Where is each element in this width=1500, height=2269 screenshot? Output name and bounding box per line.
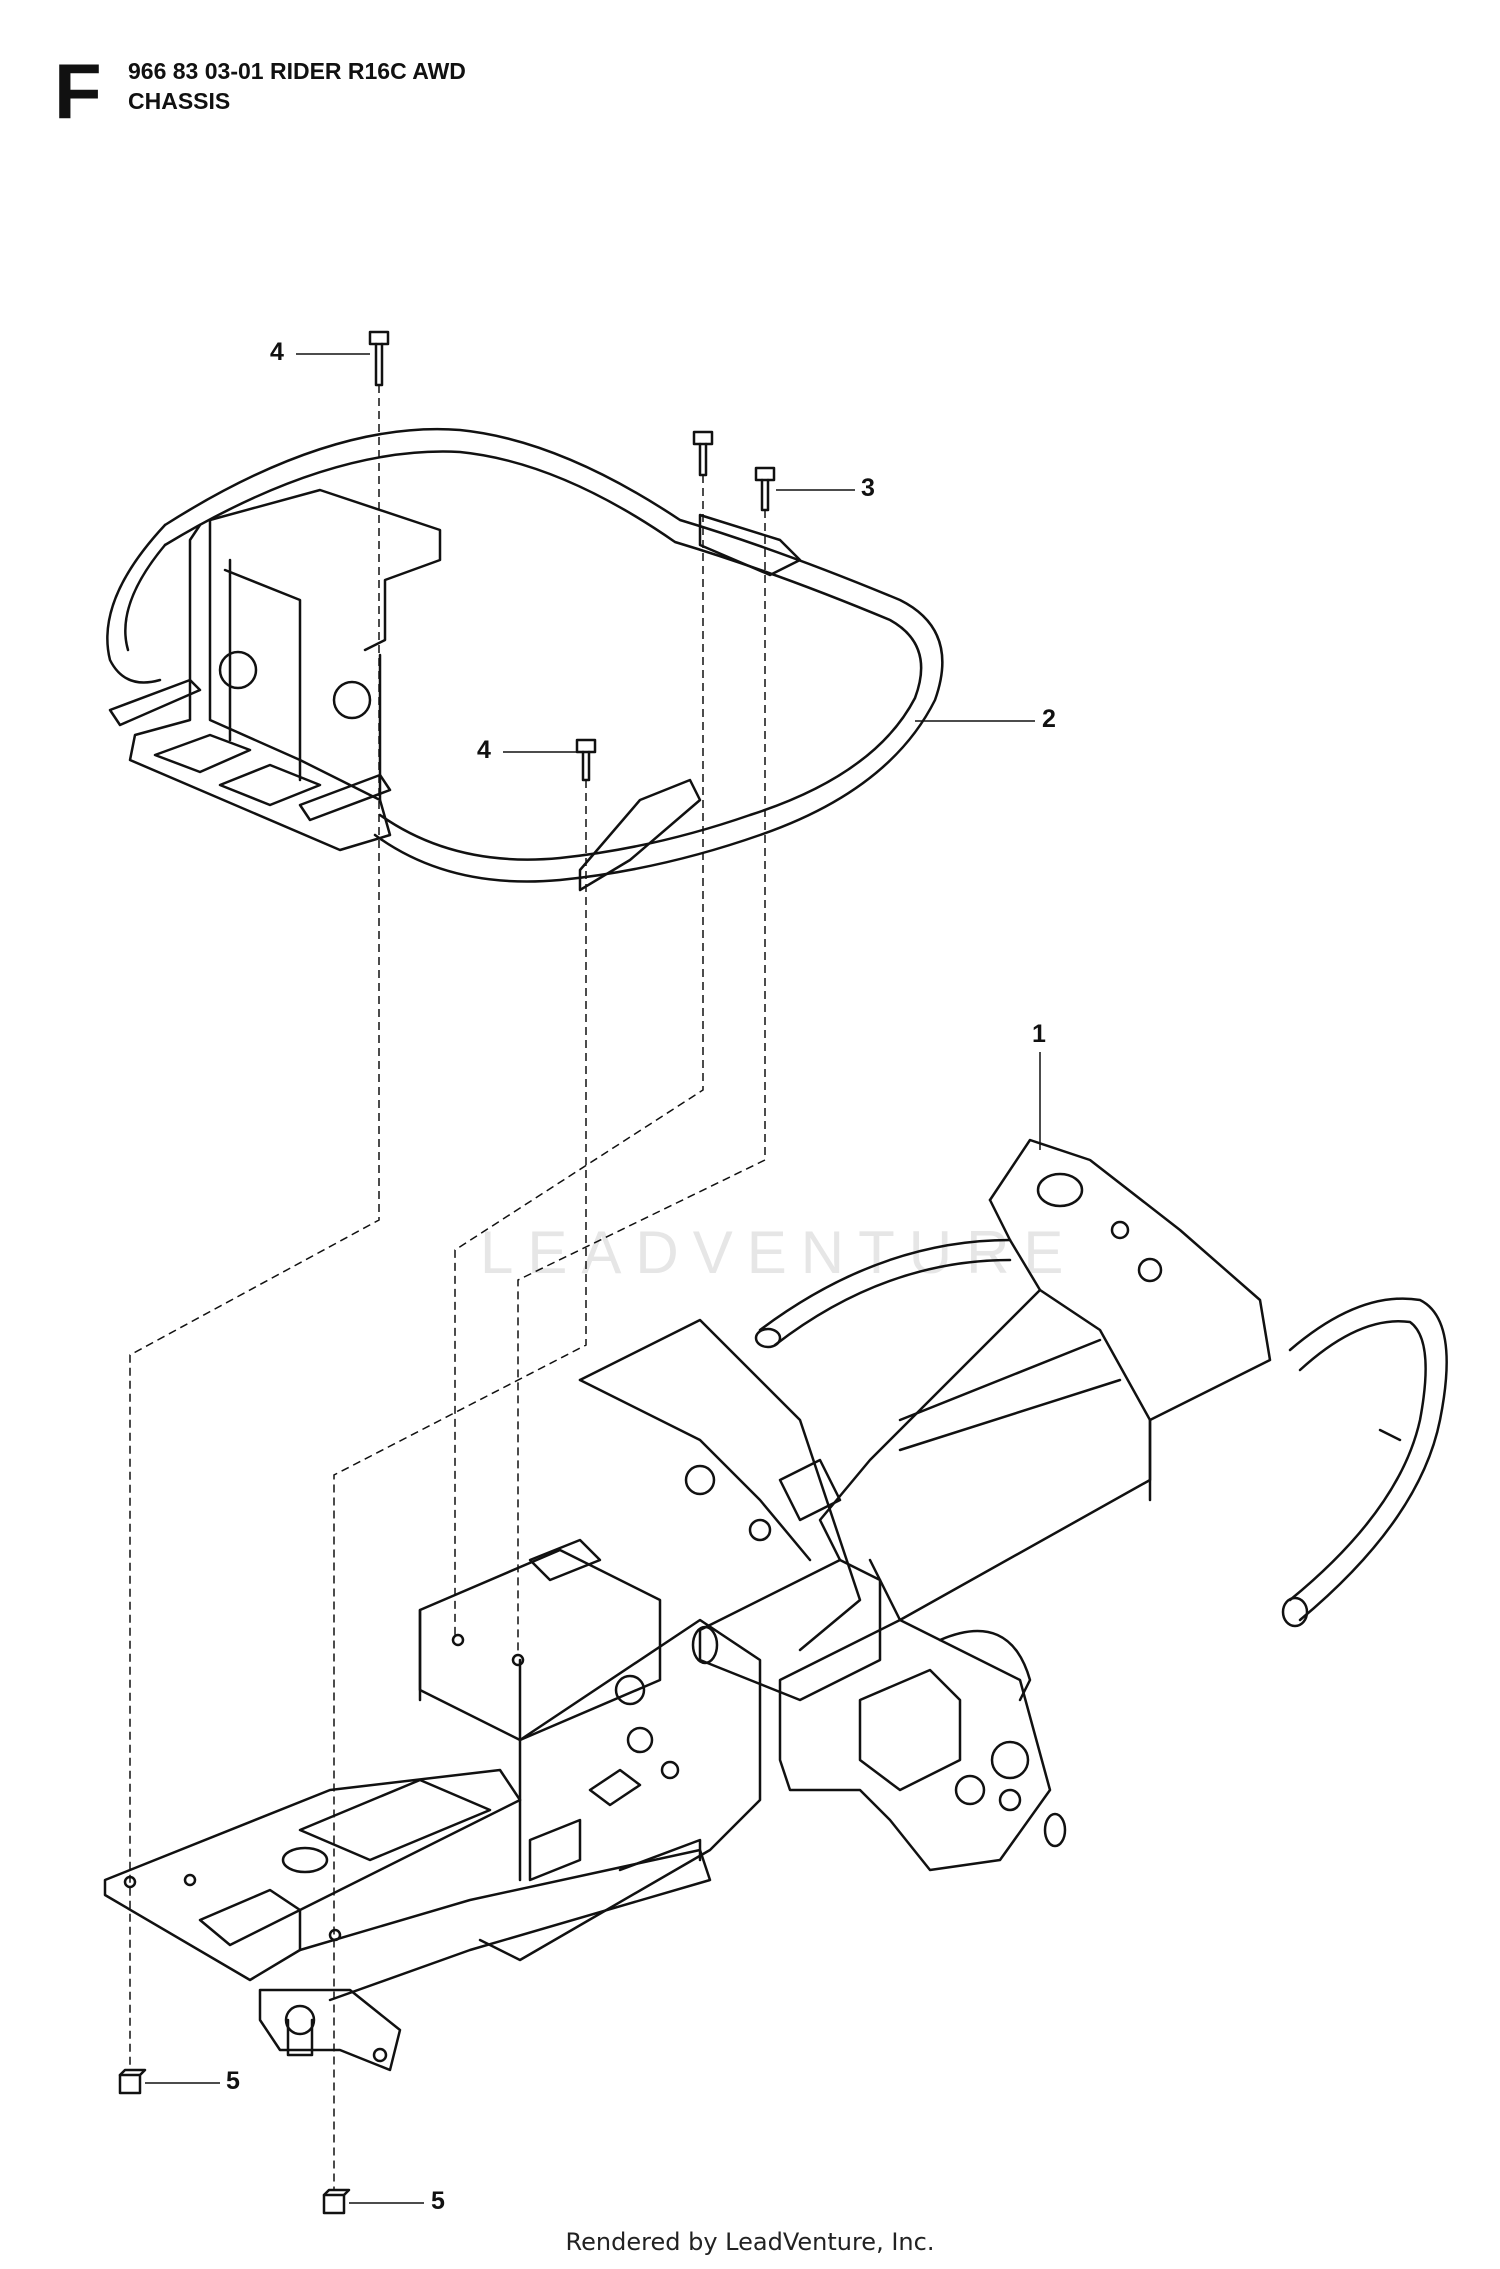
bolt-4-upper bbox=[368, 330, 390, 387]
tube-clamp-bracket bbox=[578, 513, 802, 892]
footer-credit: Rendered by LeadVenture, Inc. bbox=[565, 2228, 935, 2256]
seat-bracket bbox=[108, 488, 442, 852]
assembly-line-bolt-middle bbox=[454, 475, 704, 1635]
section-letter: F bbox=[54, 47, 102, 135]
callout-5-bottom: 5 bbox=[431, 2187, 445, 2215]
assembly-line-bolt4-lower bbox=[333, 780, 587, 2190]
watermark-text: LEADVENTURE bbox=[480, 1219, 1078, 1286]
nut-5-bottom bbox=[322, 2188, 351, 2215]
title-block: 966 83 03-01 RIDER R16C AWD CHASSIS bbox=[128, 56, 466, 116]
assembly-line-bolt4-upper bbox=[129, 385, 380, 2070]
callout-4-upper: 4 bbox=[270, 338, 284, 366]
main-chassis-frame bbox=[103, 1138, 1448, 2072]
seat-frame-tube bbox=[106, 427, 944, 883]
assembly-line-bolt3 bbox=[517, 510, 766, 1655]
callout-2: 2 bbox=[1042, 705, 1056, 733]
nut-5-left bbox=[118, 2068, 147, 2095]
bolt-upper-middle bbox=[692, 430, 714, 477]
bolt-4-lower bbox=[575, 738, 597, 782]
section-title: CHASSIS bbox=[128, 88, 231, 114]
callout-5-left: 5 bbox=[226, 2067, 240, 2095]
callout-3: 3 bbox=[861, 474, 875, 502]
bolt-3 bbox=[754, 466, 776, 512]
model-title: 966 83 03-01 RIDER R16C AWD bbox=[128, 58, 466, 84]
callout-4-lower: 4 bbox=[477, 736, 491, 764]
callout-1: 1 bbox=[1032, 1020, 1046, 1048]
